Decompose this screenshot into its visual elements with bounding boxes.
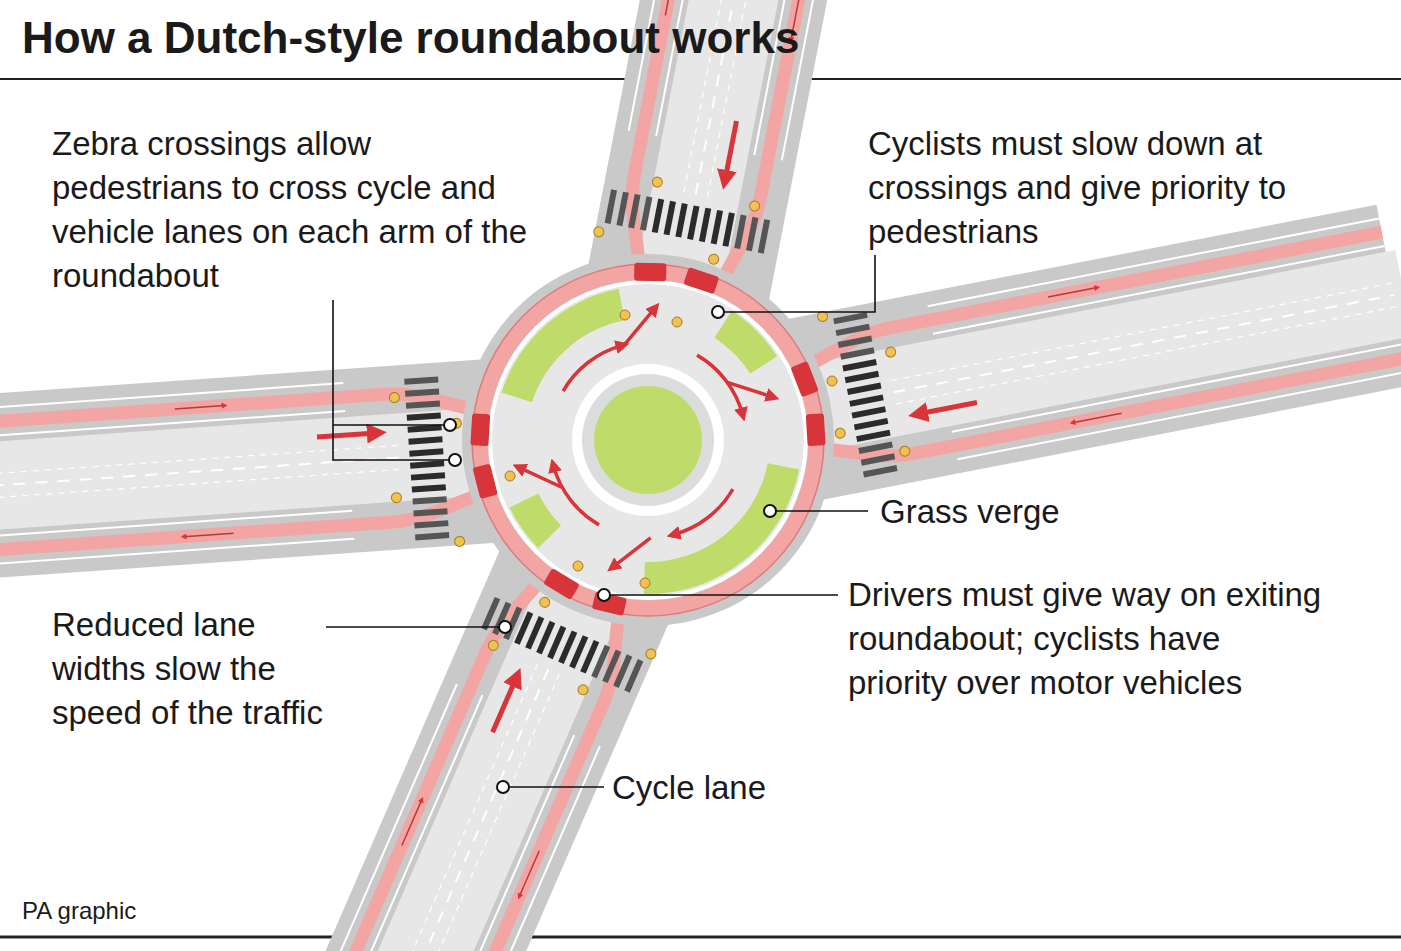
- callout-label: Cyclists must slow down at crossings and…: [868, 122, 1373, 254]
- roundabout: [470, 263, 837, 616]
- roundabout-base: [462, 254, 834, 626]
- grass-verge: [714, 311, 777, 374]
- callout-label: Drivers must give way on exiting roundab…: [848, 573, 1328, 705]
- callout-label: Grass verge: [880, 490, 1180, 534]
- diagram-title: How a Dutch-style roundabout works: [22, 12, 799, 64]
- callout-label: Reduced lane widths slow the speed of th…: [52, 603, 342, 735]
- grass-verge: [510, 493, 561, 547]
- source-caption: PA graphic: [22, 897, 136, 925]
- bottom-rule: [0, 936, 1401, 939]
- callout-label: Zebra crossings allow pedestrians to cro…: [52, 122, 532, 298]
- callout-label: Cycle lane: [612, 766, 872, 810]
- leader-lines: [326, 255, 875, 793]
